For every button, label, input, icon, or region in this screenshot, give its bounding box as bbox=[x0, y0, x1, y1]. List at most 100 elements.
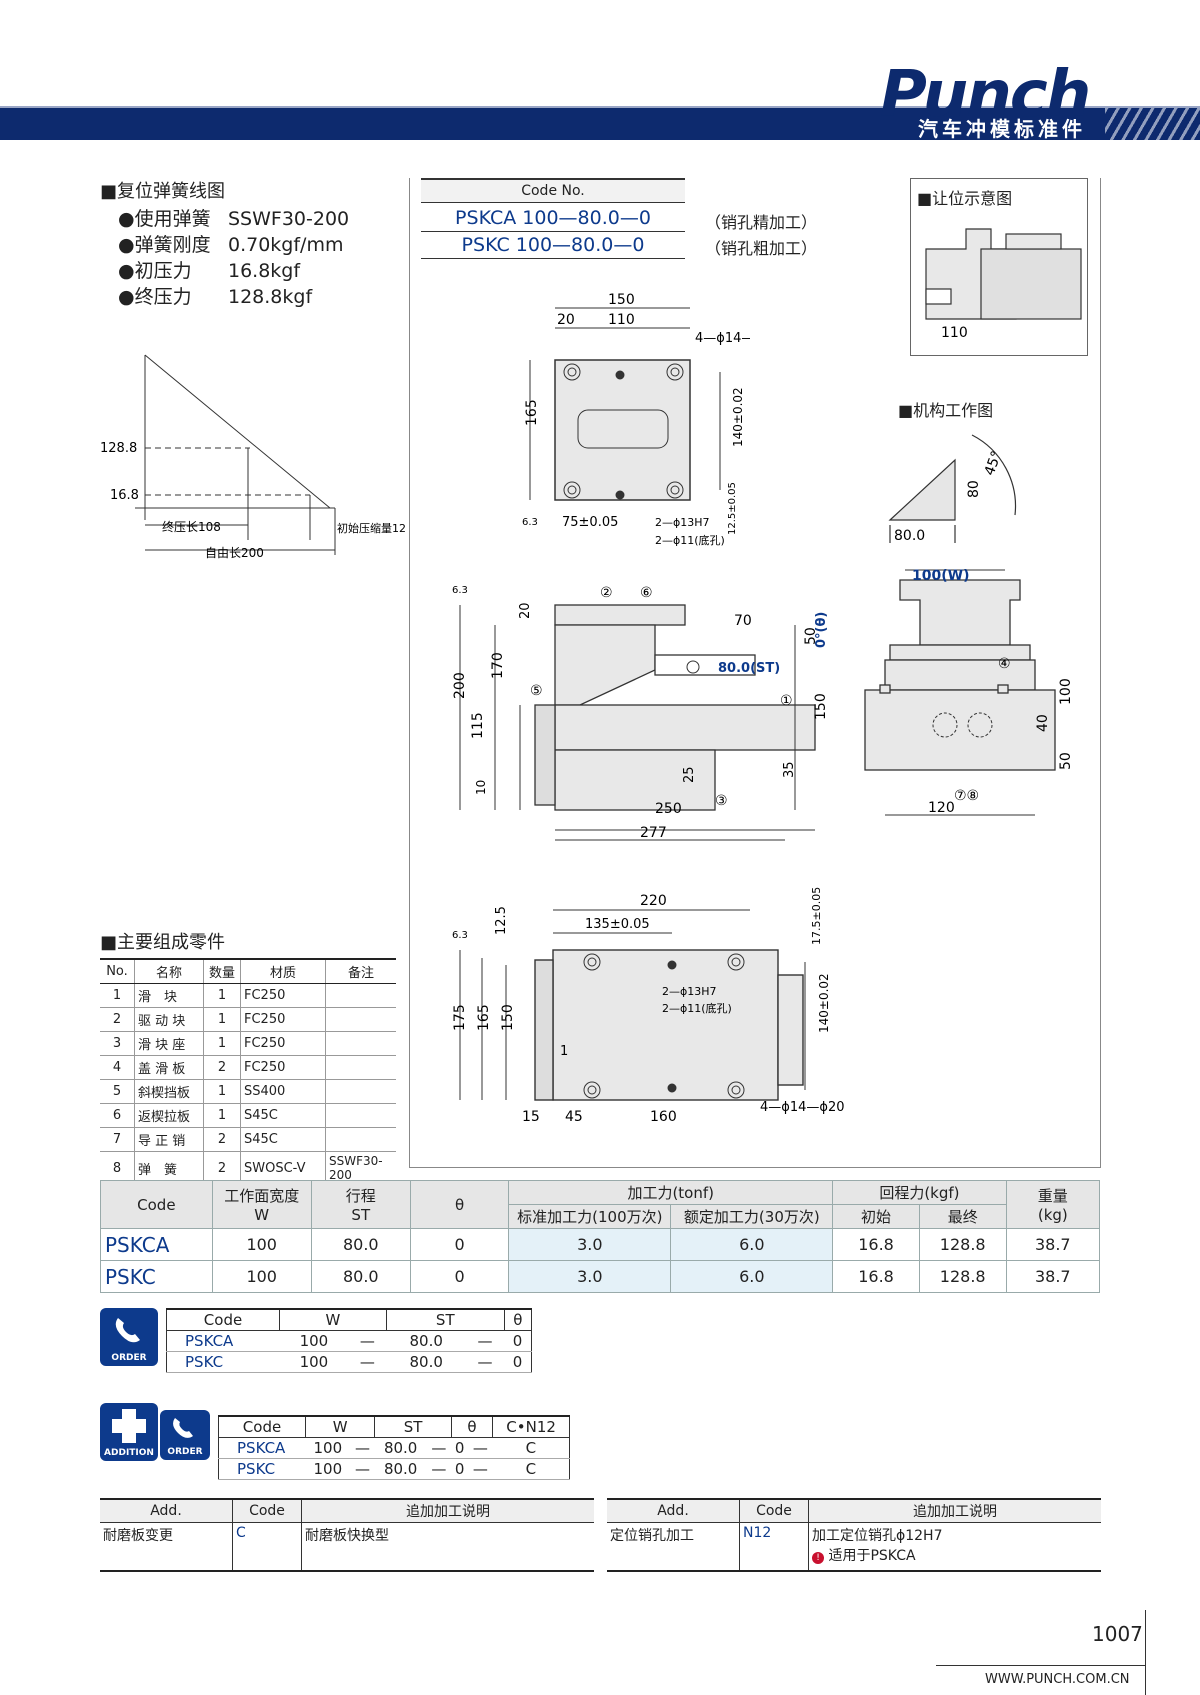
table-cell: FC250 bbox=[240, 1007, 326, 1032]
fv-200: 200 bbox=[452, 672, 468, 699]
mechanism-drawing: 80.0 80 45° bbox=[888, 434, 1017, 544]
table-cell bbox=[325, 1055, 396, 1080]
table-cell: S45C bbox=[240, 1127, 326, 1152]
order-icon: ORDER bbox=[100, 1308, 158, 1366]
table-cell: 2 bbox=[203, 1151, 241, 1185]
bv-one: 1 bbox=[560, 1044, 568, 1059]
footer-vrule bbox=[1145, 1610, 1146, 1695]
header-bar bbox=[0, 108, 1200, 140]
fv-25: 25 bbox=[682, 766, 697, 783]
codeno-row-1: PSKCA 100—80.0—0 bbox=[421, 205, 685, 232]
sv-c78: ⑦⑧ bbox=[954, 788, 979, 804]
table-cell: 1 bbox=[203, 1007, 241, 1032]
table-cell: PSKC bbox=[100, 1260, 213, 1293]
bv-220: 220 bbox=[640, 893, 667, 909]
bottom-view-drawing: 220 135±0.05 17.5±0.05 12.5 2—ϕ13H7 2—ϕ1… bbox=[452, 887, 845, 1125]
bottom-frame bbox=[409, 1167, 1101, 1168]
add2-header-row: Add. Code 追加加工说明 bbox=[607, 1498, 1101, 1523]
header-stripes bbox=[1105, 108, 1200, 140]
fv-c5: ⑤ bbox=[530, 683, 543, 699]
table-cell: 16.8 bbox=[832, 1260, 920, 1293]
table-cell: 7 bbox=[100, 1127, 135, 1152]
right-frame bbox=[1100, 178, 1101, 1168]
plus-icon bbox=[112, 1409, 146, 1443]
bv-45: 45 bbox=[565, 1109, 583, 1125]
mech-w: 80.0 bbox=[894, 528, 925, 544]
table-cell: SSWF30-200 bbox=[325, 1151, 396, 1185]
addition-icon: ADDITION bbox=[100, 1403, 158, 1461]
bv-160: 160 bbox=[650, 1109, 677, 1125]
table-cell: C bbox=[492, 1458, 570, 1480]
table-cell: 1 bbox=[203, 983, 241, 1008]
table-cell: — bbox=[465, 1330, 505, 1352]
fv-70: 70 bbox=[734, 613, 752, 629]
table-cell: 驱 动 块 bbox=[134, 1007, 204, 1032]
header-rule bbox=[0, 106, 1200, 109]
table-cell: 6.0 bbox=[670, 1260, 834, 1293]
table-cell: — bbox=[348, 1351, 387, 1373]
table-cell: 0 bbox=[504, 1351, 532, 1373]
mech-h: 80 bbox=[966, 480, 982, 498]
table-cell bbox=[325, 1031, 396, 1056]
table-cell: 100 bbox=[211, 1228, 312, 1261]
table-cell: 滑 块 bbox=[134, 983, 204, 1008]
table-cell: FC250 bbox=[240, 983, 326, 1008]
addition-order-icon: ORDER bbox=[160, 1410, 210, 1460]
y-low-label: 16.8 bbox=[110, 488, 139, 503]
table-cell: 3.0 bbox=[508, 1228, 672, 1261]
fv-170: 170 bbox=[490, 652, 506, 679]
table-cell: 6.0 bbox=[670, 1228, 834, 1261]
table-cell: FC250 bbox=[240, 1055, 326, 1080]
phone-icon bbox=[115, 1318, 140, 1343]
table-cell: 80.0 bbox=[310, 1228, 411, 1261]
table-cell: 80.0 bbox=[374, 1437, 427, 1459]
table-cell: — bbox=[426, 1437, 452, 1459]
table-cell: — bbox=[465, 1351, 505, 1373]
footer-rule bbox=[936, 1665, 1146, 1666]
front-view-drawing: 200 170 115 20 10 70 50 80.0(ST) 0°(θ) 1… bbox=[452, 585, 829, 841]
sv-w: 100(W) bbox=[912, 568, 969, 584]
add2-desc: 加工定位销孔ϕ12H7 bbox=[812, 1528, 943, 1544]
info-icon: ! bbox=[812, 1552, 824, 1564]
table-cell: 斜楔挡板 bbox=[134, 1079, 204, 1104]
spring-graph: 128.8 16.8 终压长108 初始压缩量12 自由长200 bbox=[100, 354, 406, 560]
table-cell: 0 bbox=[409, 1228, 510, 1261]
table-cell: 4 bbox=[100, 1055, 135, 1080]
add2-row: 定位销孔加工 N12 加工定位销孔ϕ12H7 ! 适用于PSKCA bbox=[607, 1522, 1101, 1571]
clearance-drawing: 110 bbox=[925, 228, 1082, 341]
tv-pin1: 2—ϕ13H7 bbox=[655, 516, 710, 529]
phone-icon bbox=[173, 1418, 193, 1438]
table-cell: PSKCA bbox=[100, 1228, 213, 1261]
tv-20: 20 bbox=[557, 312, 575, 328]
table-cell: 128.8 bbox=[918, 1260, 1007, 1293]
bv-140: 140±0.02 bbox=[817, 973, 831, 1033]
tv-holes: 4—ϕ14—ϕ20 bbox=[695, 331, 750, 346]
sv-40: 40 bbox=[1035, 714, 1051, 732]
table-cell: S45C bbox=[240, 1103, 326, 1128]
addition-header-row: Code W ST θ C•N12 bbox=[218, 1415, 570, 1438]
fv-c2: ② bbox=[600, 585, 613, 601]
fv-c6: ⑥ bbox=[640, 585, 653, 601]
table-cell: SS400 bbox=[240, 1079, 326, 1104]
table-cell: 1 bbox=[203, 1031, 241, 1056]
tv-110: 110 bbox=[608, 312, 635, 328]
sv-120: 120 bbox=[928, 800, 955, 816]
fv-50: 50 bbox=[803, 627, 819, 645]
table-cell: 128.8 bbox=[918, 1228, 1007, 1261]
fv-c3: ③ bbox=[715, 793, 728, 809]
bv-125: 12.5 bbox=[494, 906, 509, 935]
fv-theta: 0°(θ) bbox=[814, 612, 829, 648]
table-cell: 0 bbox=[451, 1437, 468, 1459]
table-cell: C bbox=[492, 1437, 570, 1459]
mechanism-title: ■机构工作图 bbox=[898, 401, 994, 420]
